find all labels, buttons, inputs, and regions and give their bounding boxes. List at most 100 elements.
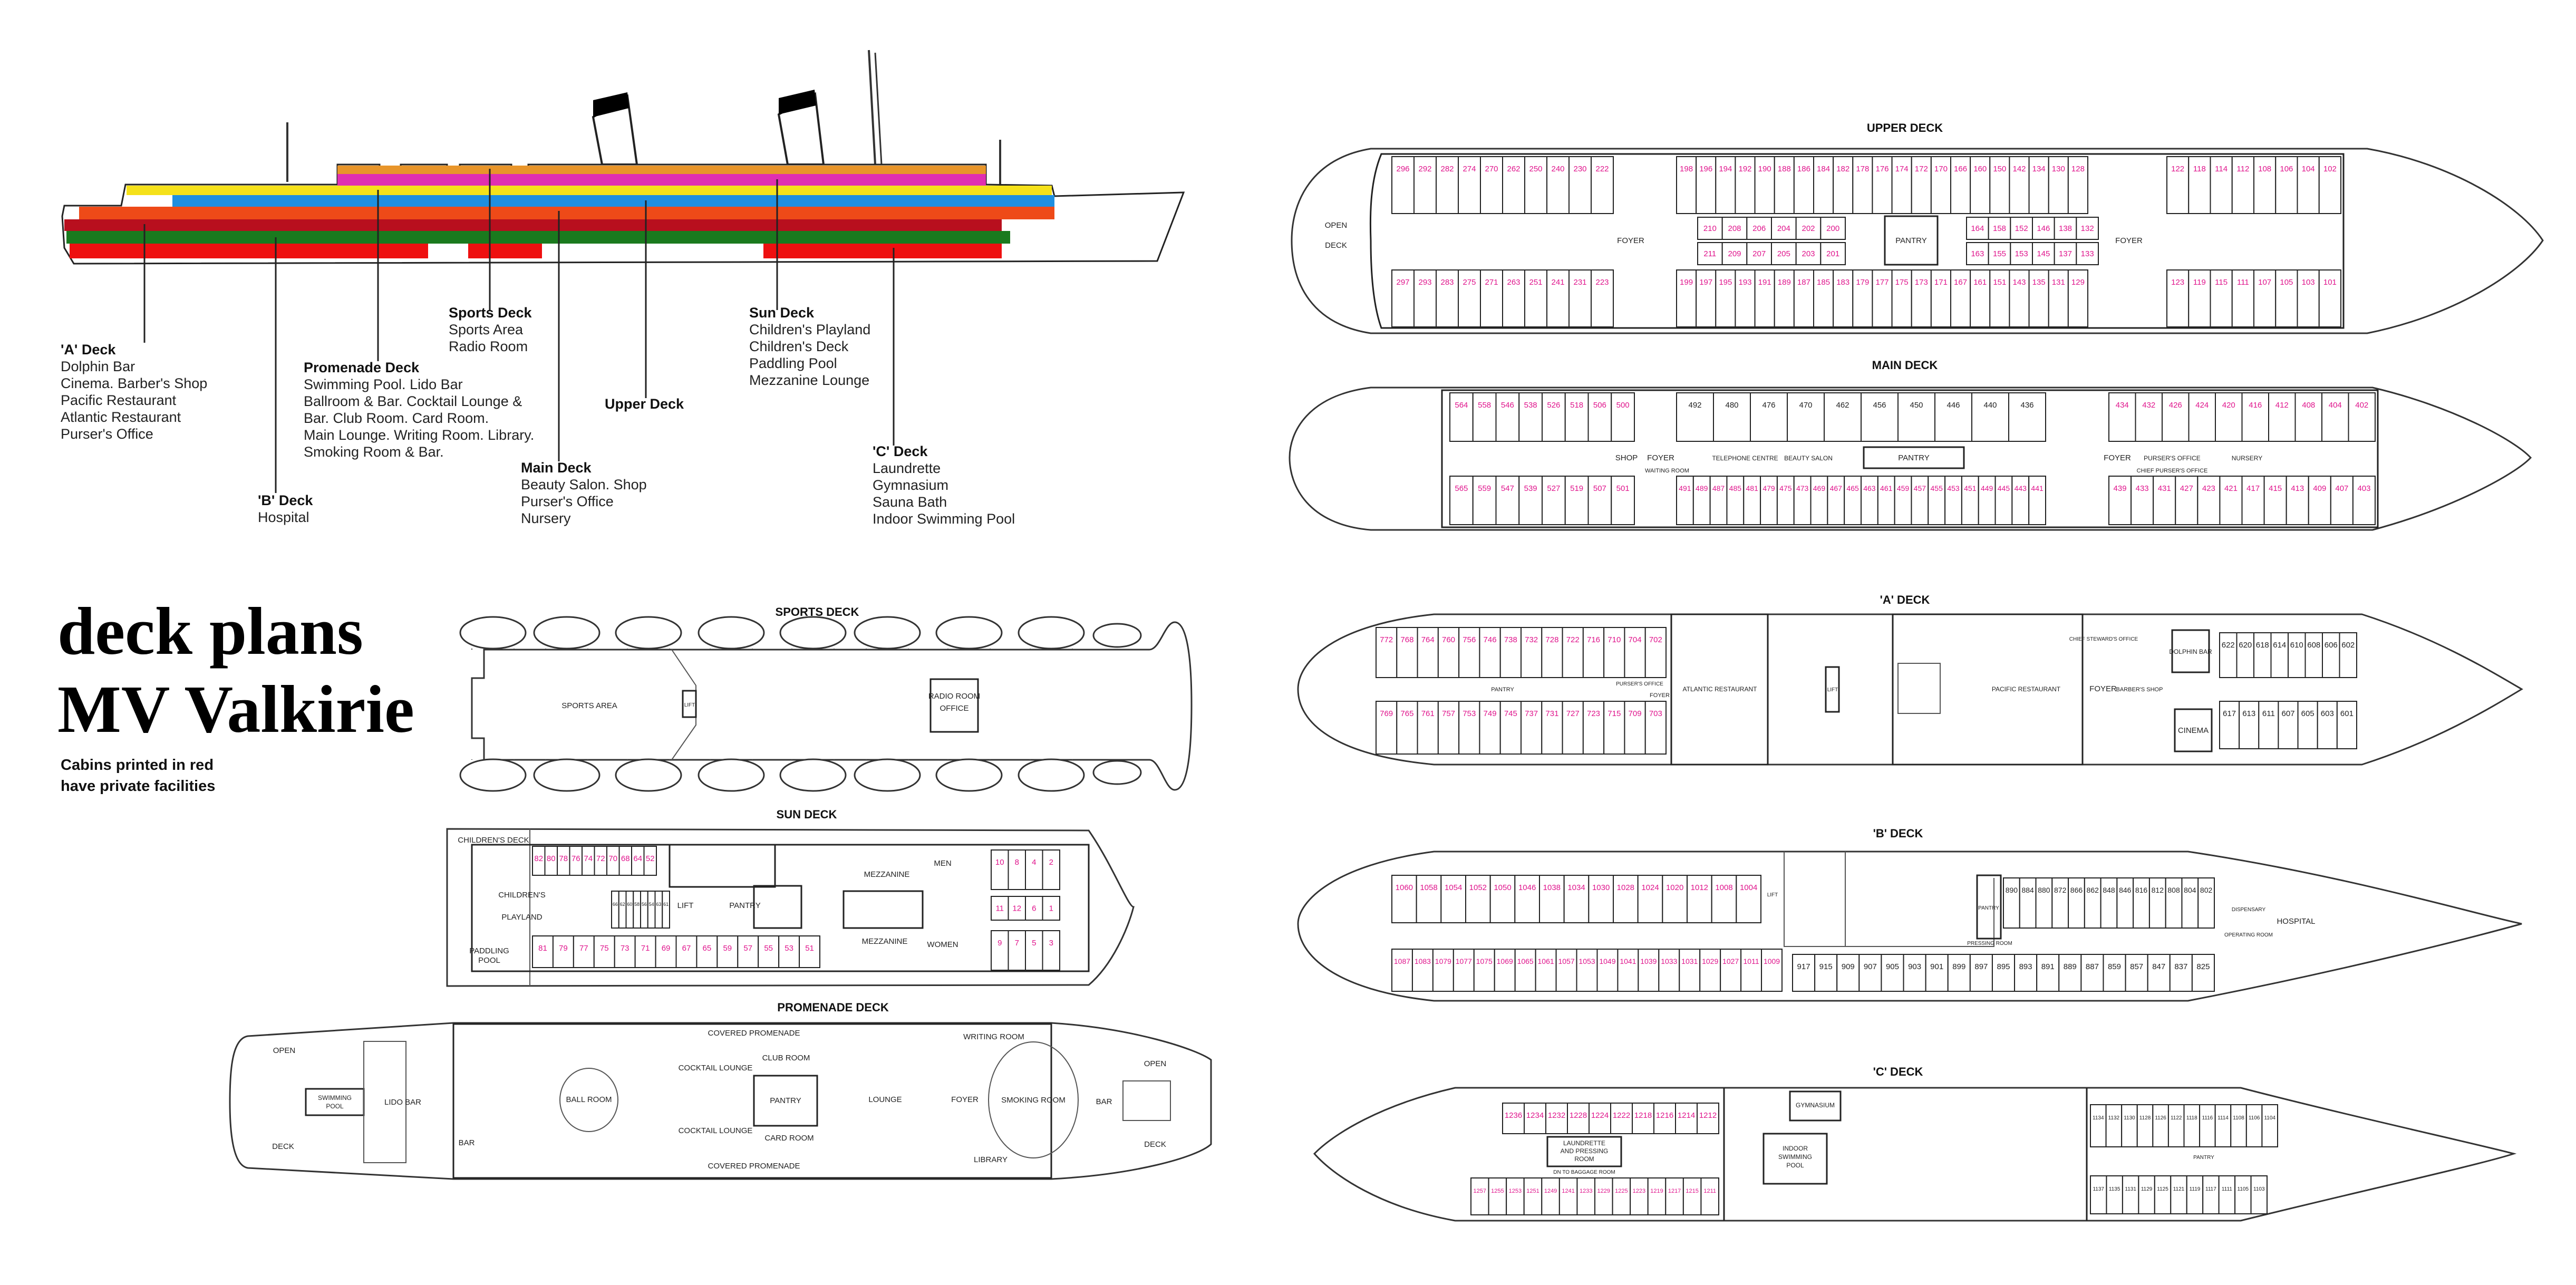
cabin: 138: [2054, 217, 2077, 240]
cabin-number: 1131: [2125, 1186, 2136, 1192]
room-lift: LIFT: [684, 702, 695, 708]
c-deck-plan: 'C' DECK GYMNASIUM INDOOR SWIMMING POOL …: [1313, 1065, 2517, 1222]
room-foyer: FOYER: [951, 1095, 979, 1104]
cabin: 230: [1568, 156, 1592, 214]
cabin-number: 114: [2215, 165, 2228, 173]
cabin: 1234: [1524, 1103, 1546, 1134]
cabin-number: 195: [1719, 278, 1732, 287]
room-chief-stewards-office: CHIEF STEWARD'S OFFICE: [2069, 636, 2138, 642]
cabin: 1075: [1473, 949, 1495, 992]
cabin-number: 846: [2119, 886, 2132, 894]
room-radio-room: RADIO ROOM: [928, 692, 980, 701]
aft-funnel: [592, 92, 638, 166]
cabin: 507: [1587, 476, 1612, 525]
cabin: 1041: [1617, 949, 1639, 992]
cabin-number: 1218: [1634, 1111, 1652, 1120]
cabin-number: 1030: [1592, 883, 1610, 892]
room-swimming-pool-2: POOL: [326, 1103, 344, 1110]
cabin-number: 132: [2081, 224, 2094, 233]
cabin: 606: [2322, 632, 2340, 678]
cabin: 426: [2162, 392, 2190, 442]
cabin-number: 210: [1703, 224, 1717, 233]
cabin: 200: [1820, 217, 1846, 240]
cabin-number: 480: [1725, 401, 1738, 410]
cabin: 275: [1458, 269, 1481, 327]
cabin: 607: [2278, 701, 2299, 749]
cabin-number: 52: [646, 854, 655, 863]
cabin: 903: [1903, 954, 1926, 992]
cabin: 465: [1844, 476, 1862, 525]
cabin: 133: [2076, 242, 2099, 265]
cabin: 129: [2067, 269, 2089, 327]
cabin-number: 1222: [1613, 1111, 1630, 1120]
cabin-number: 1103: [2253, 1186, 2265, 1192]
cabin-number: 420: [2222, 401, 2235, 410]
cabin: 61: [662, 891, 670, 929]
cabin-number: 765: [1400, 709, 1413, 718]
cabin: 408: [2294, 392, 2322, 442]
cabin: 887: [2080, 954, 2104, 992]
cabin: 207: [1746, 242, 1772, 265]
cabin: 731: [1541, 701, 1563, 755]
cabin-number: 519: [1570, 484, 1583, 493]
cabin-number: 453: [1947, 484, 1960, 492]
cabin-number: 732: [1525, 635, 1538, 644]
profile-label-sports-item: Radio Room: [449, 339, 528, 354]
cabin: 1116: [2199, 1104, 2216, 1147]
cabin-number: 715: [1607, 709, 1621, 718]
room-mezzanine-port: MEZZANINE: [864, 870, 910, 879]
room-bar-fore: BAR: [1096, 1097, 1112, 1106]
cabin: 565: [1449, 476, 1474, 525]
b-deck-pantry: [1976, 874, 2002, 940]
cabin: 1077: [1452, 949, 1475, 992]
room-waiting-room: WAITING ROOM: [1645, 468, 1689, 474]
cabin-number: 601: [2340, 709, 2354, 718]
cabin: 610: [2288, 632, 2306, 678]
cabin: 546: [1495, 392, 1520, 442]
b-deck-void: [1784, 852, 1994, 947]
cabin-number: 196: [1699, 165, 1712, 173]
cabin-number: 142: [2012, 165, 2026, 173]
room-childrens-playland-1: CHILDREN'S: [498, 891, 546, 900]
cabin-number: 889: [2064, 962, 2077, 971]
cabin-number: 102: [2323, 165, 2337, 173]
room-pantry: PANTRY: [1491, 687, 1514, 693]
cabin-number: 1027: [1722, 957, 1739, 965]
cabin-number: 138: [2059, 224, 2072, 233]
cabin-number: 901: [1930, 962, 1943, 971]
cabin: 196: [1696, 156, 1717, 214]
cabin-number: 158: [1993, 224, 2006, 233]
cabin-number: 895: [1997, 962, 2010, 971]
cabin-number: 59: [723, 944, 732, 953]
cabin: 145: [2032, 242, 2055, 265]
band-sun-deck: [127, 186, 1052, 195]
cabin-number: 1117: [2205, 1186, 2216, 1192]
cabin: 183: [1833, 269, 1854, 327]
cabin-number: 1257: [1474, 1188, 1486, 1194]
lifeboat: [615, 616, 682, 650]
cabin: 77: [573, 935, 595, 968]
cabin: 461: [1877, 476, 1895, 525]
cabin-number: 884: [2021, 886, 2034, 894]
cabin: 558: [1472, 392, 1497, 442]
cabin-number: 145: [2037, 249, 2050, 258]
cabin: 753: [1458, 701, 1480, 755]
cabin: 889: [2058, 954, 2082, 992]
cabin-number: 564: [1455, 401, 1468, 410]
cabin: 915: [1814, 954, 1838, 992]
room-cocktail-lounge-starboard: COCKTAIL LOUNGE: [679, 1126, 753, 1135]
cabin: 402: [2348, 392, 2376, 442]
cabin-number: 54: [649, 902, 654, 907]
room-cinema: CINEMA: [2178, 726, 2209, 735]
cabin: 187: [1793, 269, 1815, 327]
cabin: 605: [2297, 701, 2318, 749]
cabin-number: 58: [634, 902, 640, 907]
cabin: 174: [1891, 156, 1912, 214]
profile-label-promenade-title: Promenade Deck: [304, 360, 420, 375]
lifeboat: [459, 758, 527, 792]
cabin-number: 1012: [1691, 883, 1708, 892]
cabin: 293: [1413, 269, 1437, 327]
